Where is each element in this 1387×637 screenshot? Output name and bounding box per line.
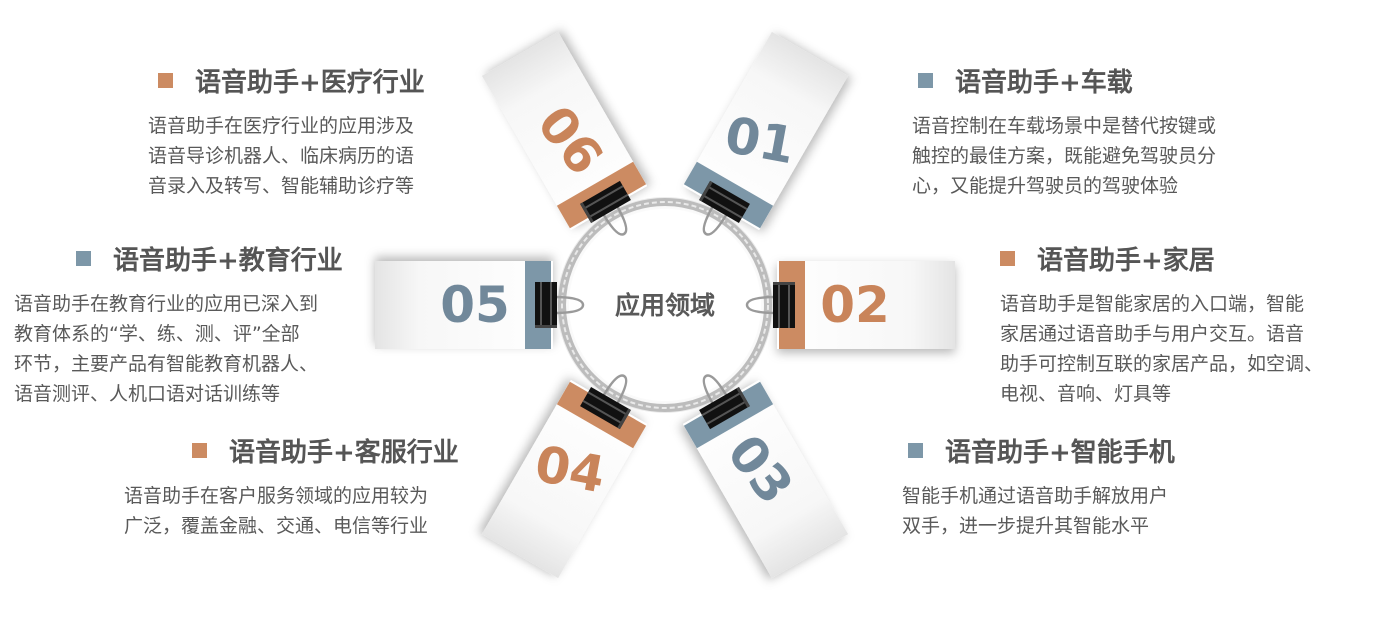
info-block-02: 语音助手+家居 语音助手是智能家居的入口端，智能家居通过语音助手与用户交互。语音… — [1000, 240, 1323, 409]
card-number: 05 — [440, 276, 510, 334]
info-desc-line: 语音助手在教育行业的应用已深入到 — [14, 293, 319, 315]
card-02 — [777, 261, 955, 349]
bullet-square — [158, 73, 173, 88]
info-block-01: 语音助手+车载 语音控制在车载场景中是替代按键或触控的最佳方案，既能避免驾驶员分… — [912, 62, 1216, 201]
info-desc: 语音助手在医疗行业的应用涉及语音导诊机器人、临床病历的语音录入及转写、智能辅助诊… — [148, 111, 425, 201]
info-block-03: 语音助手+智能手机 智能手机通过语音助手解放用户双手，进一步提升其智能水平 — [902, 432, 1175, 541]
info-desc-line: 语音导诊机器人、临床病历的语 — [148, 145, 415, 167]
binder-clip-icon — [699, 180, 750, 236]
card-number: 04 — [531, 435, 610, 505]
info-desc: 语音助手在教育行业的应用已深入到教育体系的“学、练、测、评”全部环节，主要产品有… — [14, 289, 343, 409]
info-desc-line: 语音助手是智能家居的入口端，智能 — [1000, 293, 1305, 315]
info-desc-line: 广泛，覆盖金融、交通、电信等行业 — [124, 515, 429, 537]
info-block-05: 语音助手+教育行业 语音助手在教育行业的应用已深入到教育体系的“学、练、测、评”… — [14, 240, 343, 409]
info-block-04: 语音助手+客服行业 语音助手在客户服务领域的应用较为广泛，覆盖金融、交通、电信等… — [124, 432, 459, 541]
info-desc-line: 音录入及转写、智能辅助诊疗等 — [148, 175, 415, 197]
center-ring — [557, 197, 773, 413]
info-desc-line: 电视、音响、灯具等 — [1000, 383, 1172, 405]
info-title: 语音助手+客服行业 — [229, 438, 459, 468]
info-title: 语音助手+家居 — [1037, 246, 1215, 276]
bullet-square — [76, 251, 91, 266]
info-desc-line: 语音测评、人机口语对话训练等 — [14, 383, 281, 405]
info-title: 语音助手+教育行业 — [113, 246, 343, 276]
info-title: 语音助手+医疗行业 — [195, 68, 425, 98]
binder-clip-icon — [699, 374, 750, 430]
info-desc-line: 智能手机通过语音助手解放用户 — [902, 485, 1169, 507]
info-desc-line: 教育体系的“学、练、测、评”全部 — [14, 323, 300, 345]
info-title: 语音助手+智能手机 — [945, 438, 1175, 468]
bullet-square — [1000, 251, 1015, 266]
center-label: 应用领域 — [615, 291, 715, 320]
binder-clip-icon — [745, 282, 795, 328]
info-desc-line: 环节，主要产品有智能教育机器人、 — [14, 353, 319, 375]
info-desc-line: 语音助手在医疗行业的应用涉及 — [148, 115, 415, 137]
info-desc: 智能手机通过语音助手解放用户双手，进一步提升其智能水平 — [902, 481, 1175, 541]
info-desc-line: 触控的最佳方案，既能避免驾驶员分 — [912, 145, 1217, 167]
bullet-square — [908, 443, 923, 458]
info-block-06: 语音助手+医疗行业 语音助手在医疗行业的应用涉及语音导诊机器人、临床病历的语音录… — [148, 62, 425, 201]
info-desc: 语音助手在客户服务领域的应用较为广泛，覆盖金融、交通、电信等行业 — [124, 481, 459, 541]
card-05 — [375, 261, 553, 349]
info-title: 语音助手+车载 — [955, 68, 1133, 98]
info-desc: 语音助手是智能家居的入口端，智能家居通过语音助手与用户交互。语音助手可控制互联的… — [1000, 289, 1323, 409]
info-desc-line: 心，又能提升驾驶员的驾驶体验 — [912, 175, 1179, 197]
info-desc-line: 语音控制在车载场景中是替代按键或 — [912, 115, 1217, 137]
info-desc-line: 语音助手在客户服务领域的应用较为 — [124, 485, 429, 507]
info-desc-line: 家居通过语音助手与用户交互。语音 — [1000, 323, 1305, 345]
binder-clip-icon — [535, 282, 585, 328]
card-number: 02 — [820, 276, 890, 334]
binder-clip-icon — [580, 374, 631, 430]
bullet-square — [192, 443, 207, 458]
info-desc-line: 助手可控制互联的家居产品，如空调、 — [1000, 353, 1324, 375]
bullet-square — [918, 73, 933, 88]
binder-clip-icon — [580, 180, 631, 236]
info-desc-line: 双手，进一步提升其智能水平 — [902, 515, 1150, 537]
card-number: 01 — [721, 106, 800, 176]
info-desc: 语音控制在车载场景中是替代按键或触控的最佳方案，既能避免驾驶员分心，又能提升驾驶… — [912, 111, 1216, 201]
